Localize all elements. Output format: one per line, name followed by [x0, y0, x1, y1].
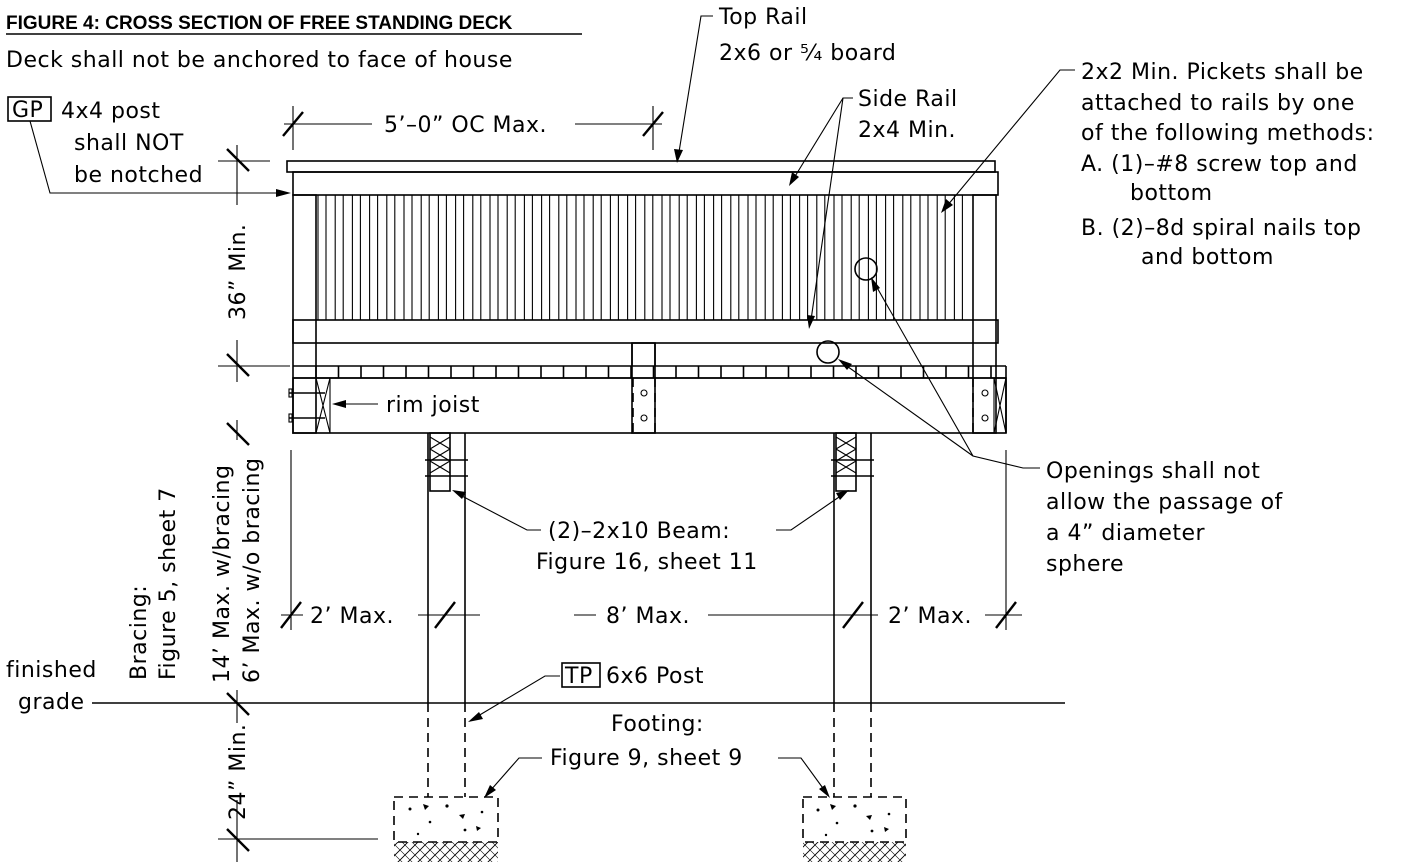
top-rail-label: Top Rail: [718, 5, 808, 30]
openings-note-line4: sphere: [1046, 552, 1124, 577]
side-rail-size-label: 2x4 Min.: [858, 118, 956, 143]
figure-subtitle: Deck shall not be anchored to face of ho…: [6, 48, 513, 73]
gp-tag: GP: [12, 98, 43, 123]
gp-tag-box: [7, 96, 52, 122]
openings-note-line1: Openings shall not: [1046, 459, 1260, 484]
beam-right: [831, 432, 874, 492]
pickets: [317, 195, 963, 320]
pickets-method-a: A. (1)–#8 screw top and: [1081, 152, 1358, 177]
beam-note-line1: (2)–2x10 Beam:: [548, 519, 730, 544]
side-rail-label: Side Rail: [858, 87, 958, 112]
pickets-leader: [946, 69, 1075, 207]
post-blocking-left: [315, 377, 331, 434]
pickets-note-line3: of the following methods:: [1081, 121, 1375, 146]
bracing-label: Bracing:: [127, 585, 152, 680]
support-post-right: [833, 433, 872, 797]
finished-grade-label: finished: [6, 658, 97, 683]
openings-leader-upper: [874, 283, 1040, 469]
openings-note-line3: a 4” diameter: [1046, 521, 1206, 546]
post-blocking-right: [993, 377, 1007, 434]
right-post-bolts: [972, 378, 989, 433]
footing-depth-dimension: [218, 800, 378, 862]
guard-post-right: [972, 194, 997, 434]
footing-note-line1: Footing:: [611, 712, 704, 737]
test-sphere-lower: [816, 340, 840, 364]
openings-leader-lower: [843, 363, 974, 457]
beam-leader-left: [459, 494, 541, 531]
pickets-method-b: B. (2)–8d spiral nails top: [1081, 216, 1362, 241]
upper-side-rail: [292, 171, 999, 196]
figure-title: FIGURE 4: CROSS SECTION OF FREE STANDING…: [6, 13, 513, 34]
deck-boards: [293, 365, 1006, 379]
rail-height-label: 36” Min.: [226, 224, 251, 320]
top-rail-leader: [678, 15, 713, 153]
gp-leader: [29, 120, 278, 194]
tp-post-label: 6x6 Post: [606, 664, 704, 689]
footing-leader-left: [489, 757, 542, 792]
pickets-note-line2: attached to rails by one: [1081, 91, 1355, 116]
footing-left: [393, 796, 499, 862]
height-bracing-label: 14’ Max. w/bracing: [210, 465, 235, 683]
beam-left: [425, 432, 468, 492]
side-rail-leader-upper: [793, 97, 853, 179]
lower-side-rail: [292, 319, 999, 344]
cantilever-left-label: 2’ Max.: [310, 604, 394, 629]
tp-tag: TP: [564, 664, 593, 689]
rim-joist-label: rim joist: [386, 393, 480, 418]
finished-grade-label-line2: grade: [18, 690, 85, 715]
height-no-bracing-label: 6’ Max. w/o bracing: [240, 458, 265, 683]
beam-leader-right: [776, 494, 843, 531]
middle-post-bolts: [632, 378, 656, 433]
cantilever-right-label: 2’ Max.: [888, 604, 972, 629]
top-rail-size-label: 2x6 or ⁵⁄₄ board: [719, 41, 896, 66]
openings-note-line2: allow the passage of: [1046, 490, 1284, 515]
side-rail-leader-lower: [810, 97, 844, 321]
pickets-method-b-cont: and bottom: [1141, 245, 1274, 270]
footing-note-line2: Figure 9, sheet 9: [550, 746, 743, 771]
pickets-note-line1: 2x2 Min. Pickets shall be: [1081, 60, 1364, 85]
footing-leader-right: [778, 757, 826, 792]
tp-leader: [477, 675, 560, 717]
footing-depth-label: 24” Min.: [226, 724, 251, 820]
footing-right: [802, 796, 907, 862]
gp-note-line1: 4x4 post: [61, 99, 161, 124]
post-height-dimension: [226, 420, 250, 723]
support-post-left: [427, 433, 466, 797]
test-sphere-upper: [854, 257, 878, 281]
guard-post-middle: [631, 342, 656, 434]
beam-span-label: 8’ Max.: [606, 604, 690, 629]
post-spacing-dimension: [282, 106, 664, 150]
gp-note-line3: be notched: [74, 163, 203, 188]
span-dimension: [280, 450, 1022, 630]
pickets-method-a-cont: bottom: [1130, 181, 1213, 206]
gp-leader-arrow: [276, 189, 291, 197]
tp-tag-box: [561, 662, 601, 688]
beam-note-line2: Figure 16, sheet 11: [536, 550, 758, 575]
top-rail: [286, 160, 996, 173]
left-post-bolts: [288, 388, 325, 423]
post-spacing-label: 5’–0” OC Max.: [384, 113, 547, 138]
gp-note-line2: shall NOT: [74, 131, 184, 156]
bracing-reference-label: Figure 5, sheet 7: [156, 487, 181, 680]
guard-post-left: [292, 194, 317, 434]
rail-height-dimension: [218, 145, 290, 382]
